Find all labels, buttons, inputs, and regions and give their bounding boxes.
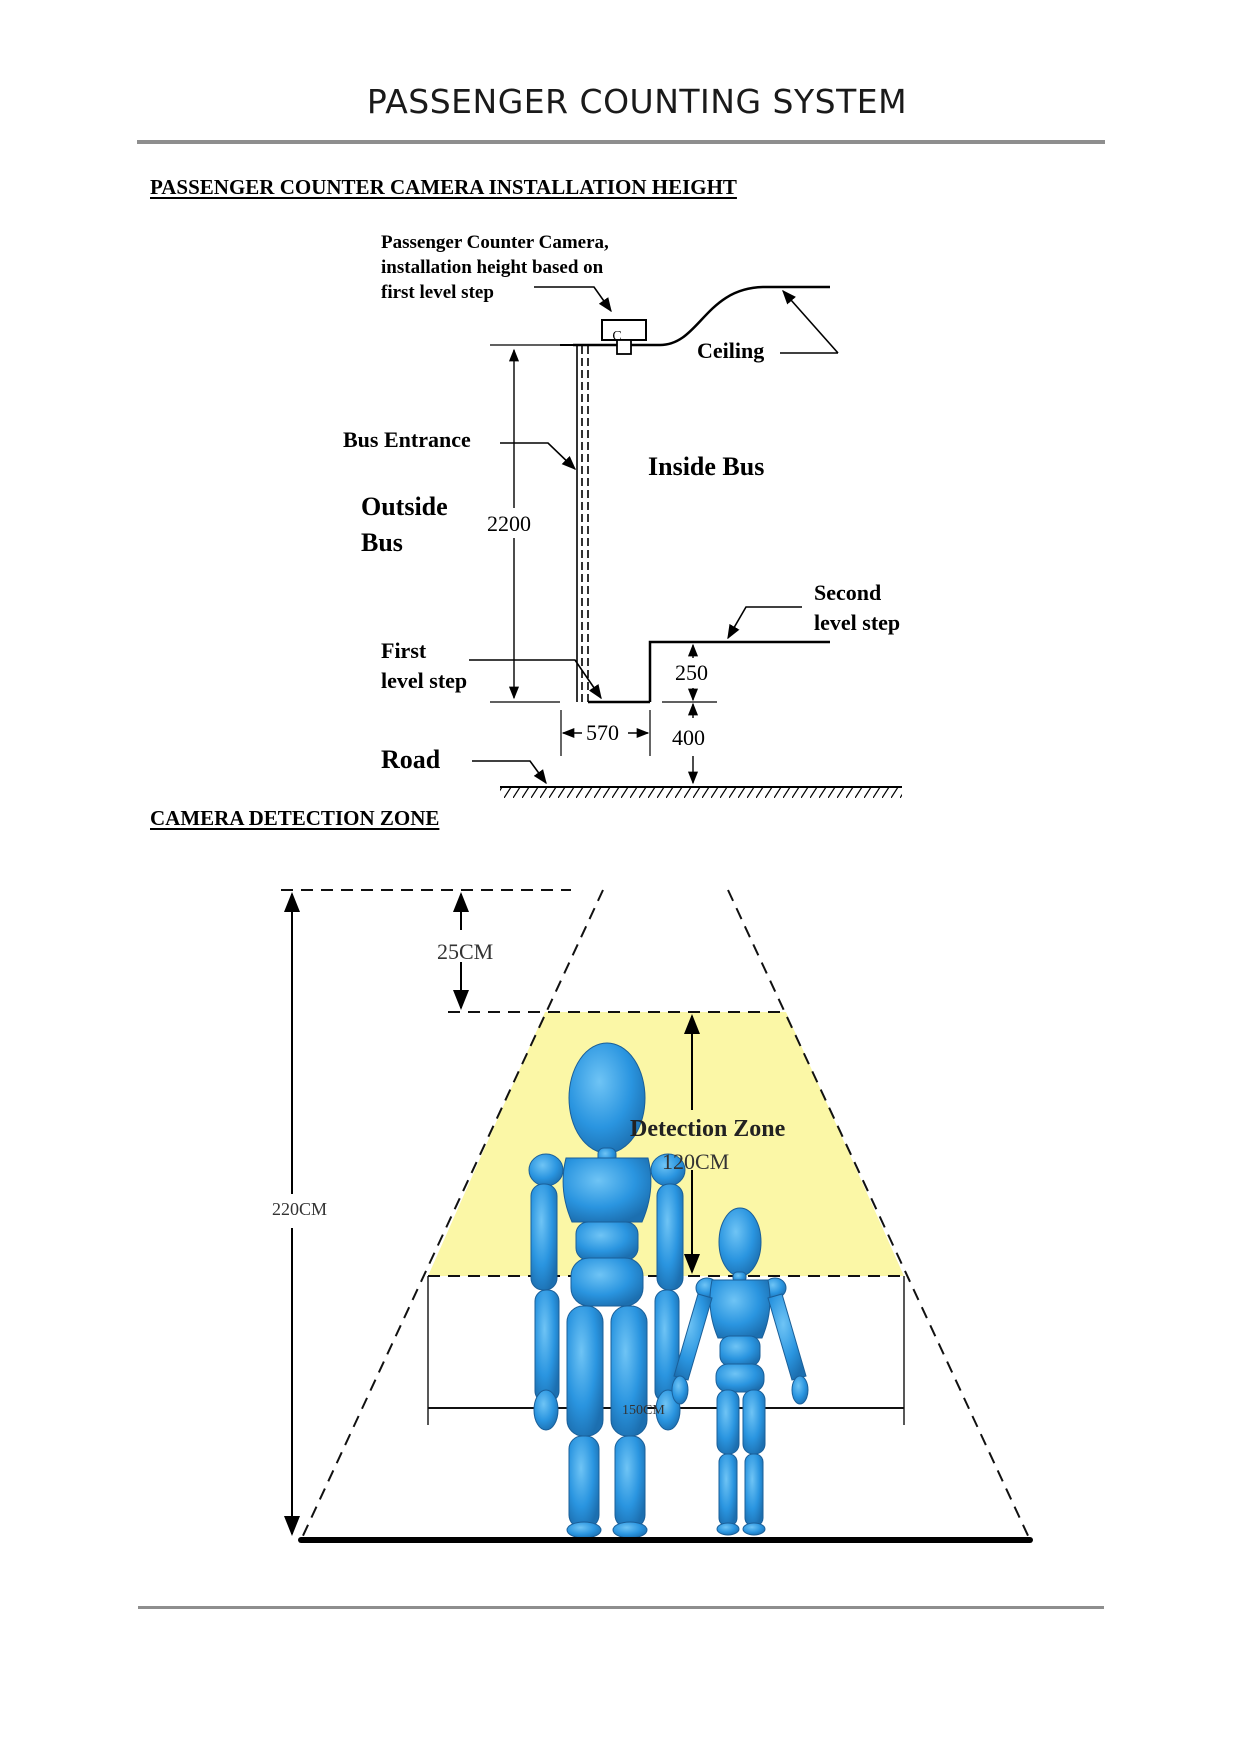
header-rule	[137, 140, 1105, 144]
bus-entrance-label: Bus Entrance	[343, 427, 471, 452]
camera-label-line1: Passenger Counter Camera,	[381, 232, 609, 253]
top-gap-label: 25CM	[437, 939, 493, 964]
step-rise-value: 250	[675, 660, 708, 685]
camera-lens	[616, 339, 632, 355]
child-figure	[671, 1207, 809, 1536]
footer-rule	[138, 1606, 1104, 1609]
ceiling-line	[573, 285, 830, 347]
zone-height-label: 120CM	[662, 1149, 729, 1174]
road-arrow	[472, 760, 547, 785]
second-step-riser	[648, 640, 830, 702]
zone-width-label: 150CM	[622, 1403, 665, 1418]
camera-letter: C	[612, 329, 621, 344]
road-label: Road	[381, 745, 441, 774]
total-height-label: 220CM	[272, 1199, 327, 1219]
road-hatch	[500, 788, 902, 798]
outside-bus-label-line2: Bus	[361, 528, 403, 557]
camera-label-line3: first level step	[381, 282, 494, 303]
ceiling-label: Ceiling	[697, 338, 764, 363]
detection-section-title: CAMERA DETECTION ZONE	[150, 806, 440, 830]
second-step-arrow	[727, 606, 802, 640]
second-step-label-line2: level step	[814, 610, 900, 635]
detection-zone-label: Detection Zone	[630, 1116, 786, 1142]
first-step-height-value: 400	[672, 725, 705, 750]
bus-entrance-arrow	[500, 442, 577, 470]
height-value: 2200	[487, 511, 531, 536]
first-step-label-line2: level step	[381, 668, 467, 693]
page-header-title: PASSENGER COUNTING SYSTEM	[366, 82, 908, 121]
outside-bus-label-line1: Outside	[361, 492, 448, 521]
first-step-label-line1: First	[381, 638, 427, 663]
camera-label-arrow	[534, 286, 612, 313]
inside-bus-label: Inside Bus	[648, 452, 764, 481]
camera-label-line2: installation height based on	[381, 257, 604, 278]
first-step-arrow	[469, 659, 602, 700]
second-step-label-line1: Second	[814, 580, 881, 605]
installation-section-title: PASSENGER COUNTER CAMERA INSTALLATION HE…	[150, 175, 737, 199]
step-depth-value: 570	[586, 720, 619, 745]
